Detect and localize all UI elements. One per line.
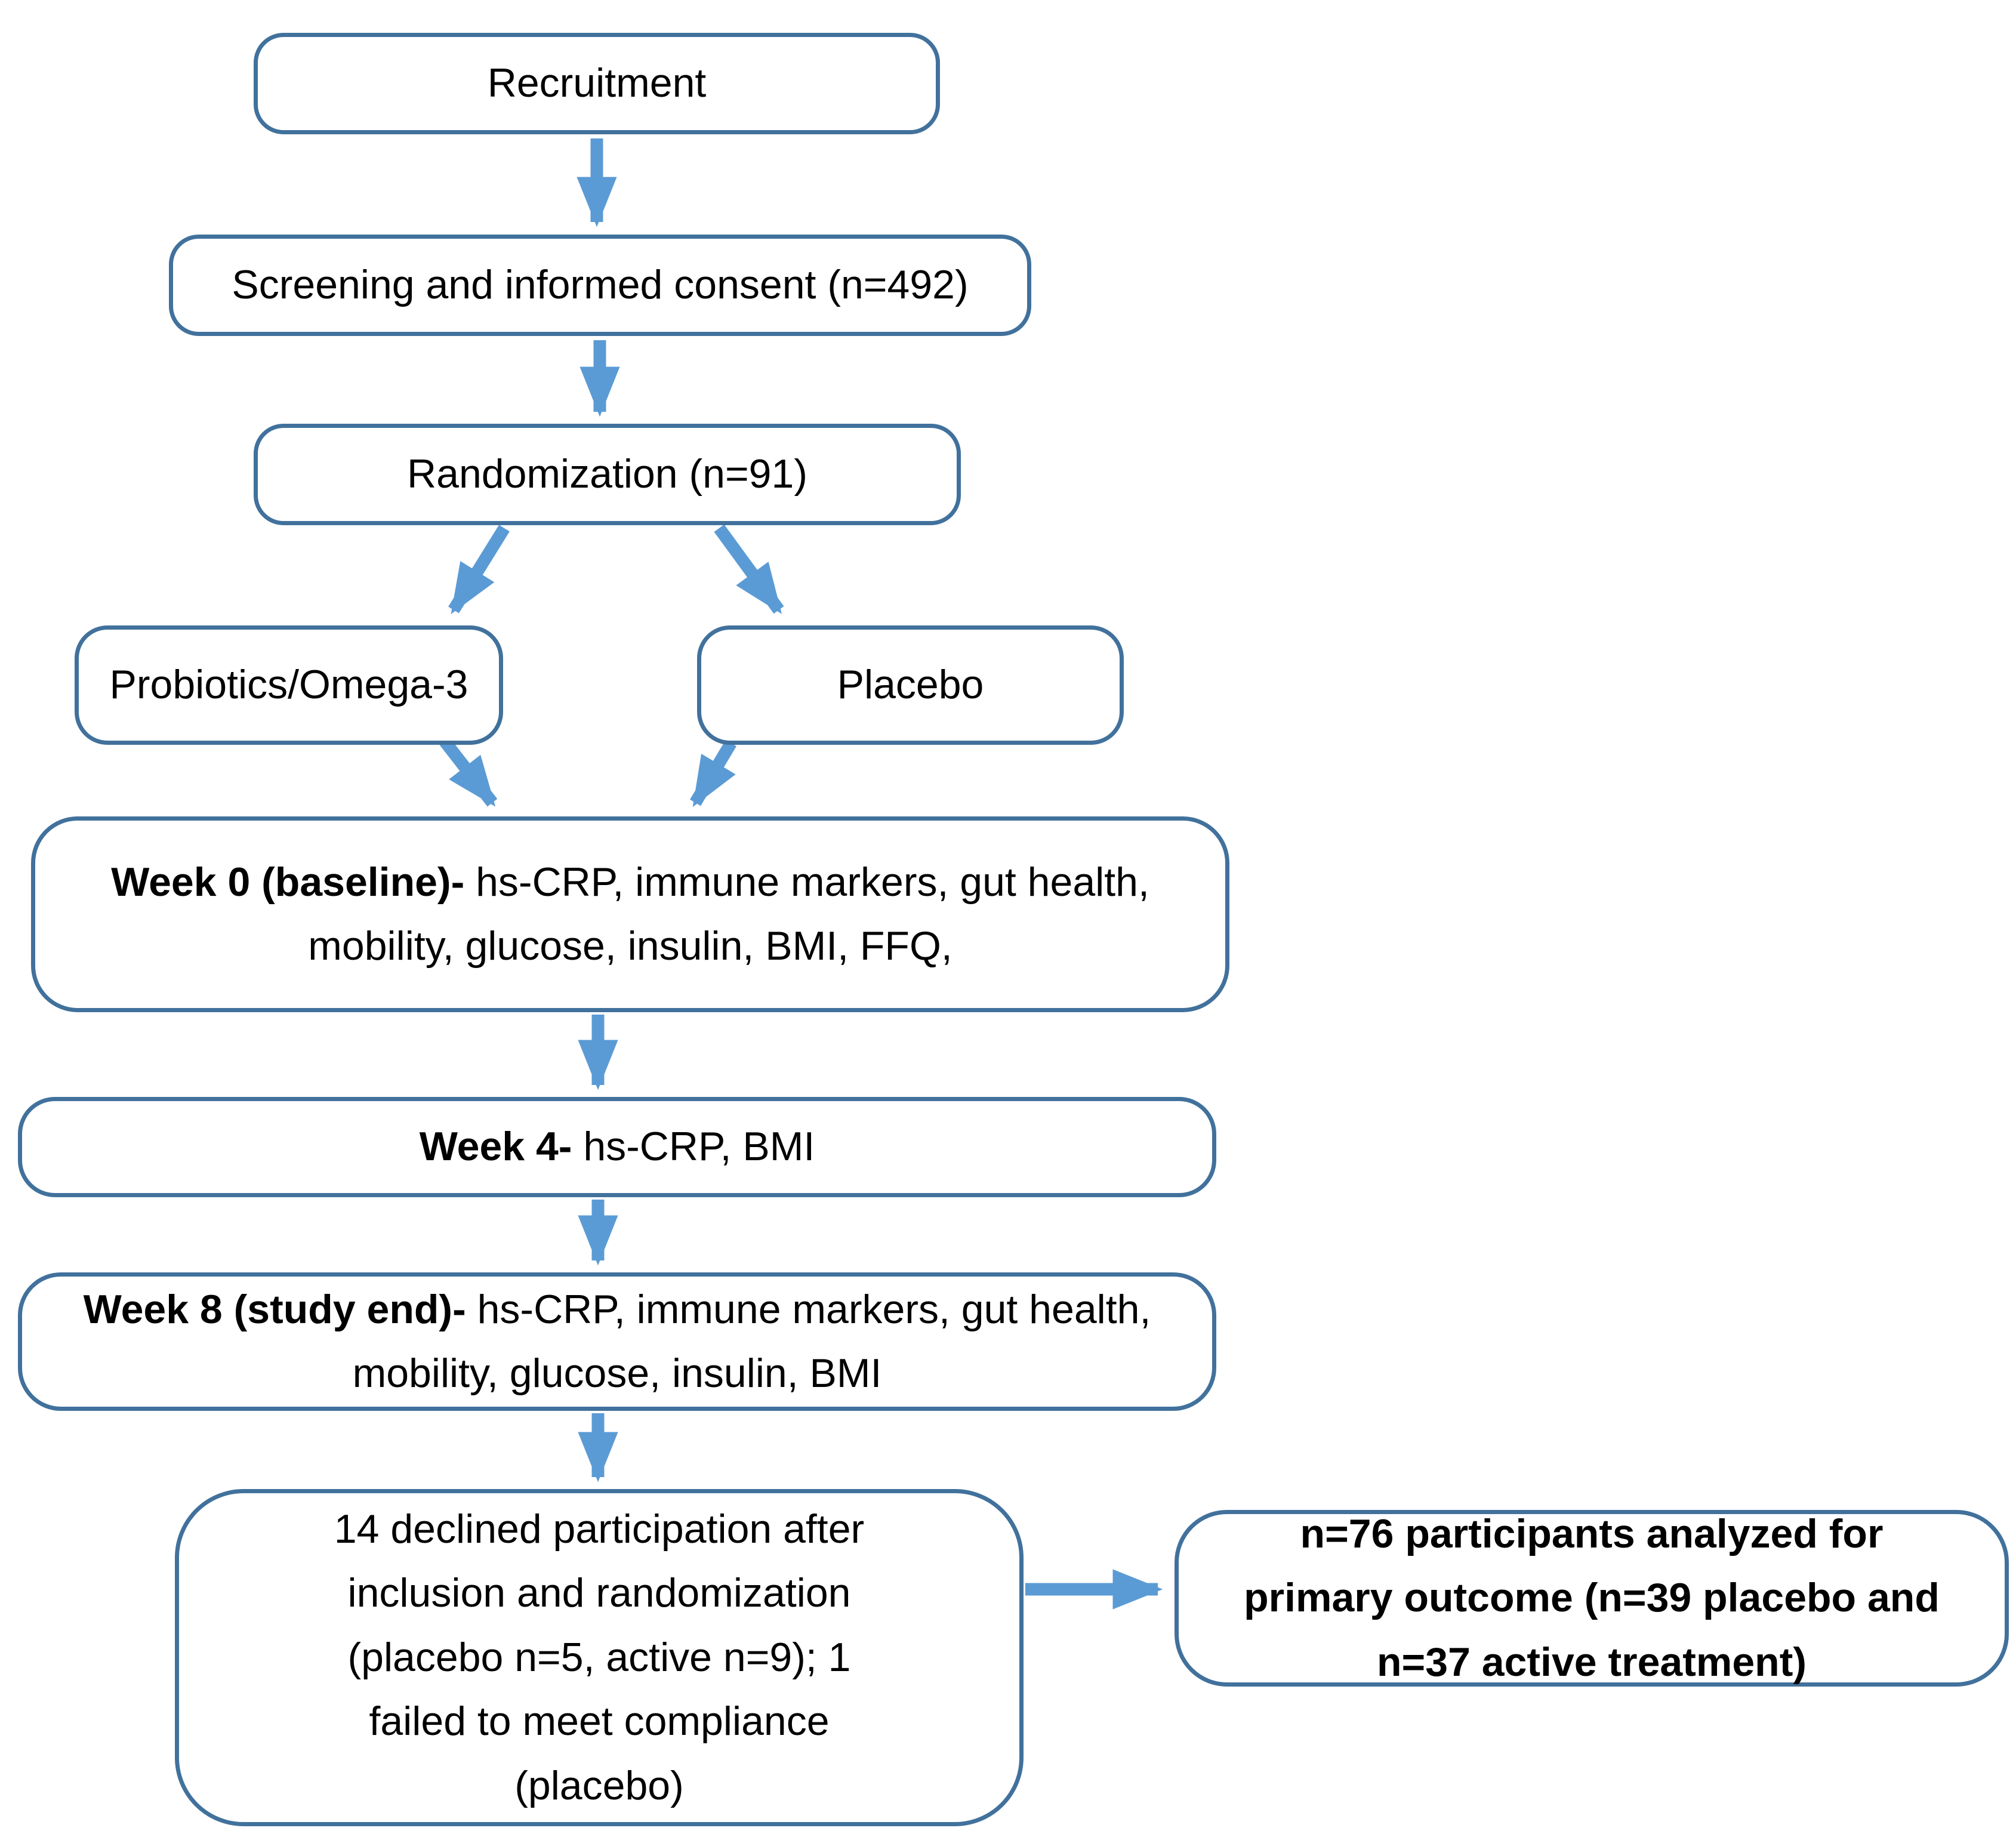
box-week0-baseline-bold: Week 0 (baseline)- <box>111 859 465 905</box>
box-placebo: Placebo <box>697 625 1124 745</box>
box-placebo-label: Placebo <box>837 662 984 708</box>
arrow-randomization-to-placebo <box>714 524 784 614</box>
box-screening-label: Screening and informed consent (n=492) <box>232 262 969 308</box>
box-week4: Week 4- hs-CRP, BMI <box>18 1097 1216 1197</box>
box-recruitment: Recruitment <box>254 33 940 134</box>
box-randomization-label: Randomization (n=91) <box>407 451 807 497</box>
arrow-placebo-to-week0 <box>689 739 737 807</box>
box-week4-label: Week 4- hs-CRP, BMI <box>420 1115 815 1179</box>
box-analyzed-primary-outcome-label: n=76 participants analyzed for primary o… <box>1244 1511 1940 1685</box>
arrow-probiotics-to-week0 <box>439 737 498 807</box>
box-week4-bold: Week 4- <box>419 1124 572 1170</box>
box-probiotics-omega3-label: Probiotics/Omega-3 <box>109 662 468 708</box>
box-declined-participation: 14 declined participation after inclusio… <box>175 1489 1024 1826</box>
box-week8-study-end: Week 8 (study end)- hs-CRP, immune marke… <box>18 1272 1216 1411</box>
box-week0-baseline-label: Week 0 (baseline)- hs-CRP, immune marker… <box>111 850 1149 979</box>
box-week8-study-end-bold: Week 8 (study end)- <box>83 1286 466 1332</box>
box-week8-study-end-label: Week 8 (study end)- hs-CRP, immune marke… <box>84 1278 1151 1406</box>
box-probiotics-omega3: Probiotics/Omega-3 <box>75 625 503 745</box>
box-week8-study-end-rest: hs-CRP, immune markers, gut health, mobi… <box>352 1286 1151 1396</box>
box-screening: Screening and informed consent (n=492) <box>169 235 1031 336</box>
box-recruitment-label: Recruitment <box>487 60 707 106</box>
box-week4-rest: hs-CRP, BMI <box>572 1124 815 1170</box>
box-analyzed-primary-outcome: n=76 participants analyzed for primary o… <box>1175 1510 2009 1687</box>
box-declined-participation-label: 14 declined participation after inclusio… <box>334 1506 865 1808</box>
box-week0-baseline: Week 0 (baseline)- hs-CRP, immune marker… <box>31 816 1229 1012</box>
box-week0-baseline-rest: hs-CRP, immune markers, gut health, mobi… <box>308 859 1149 969</box>
box-randomization: Randomization (n=91) <box>254 424 961 525</box>
arrow-randomization-to-probiotics <box>448 525 510 615</box>
